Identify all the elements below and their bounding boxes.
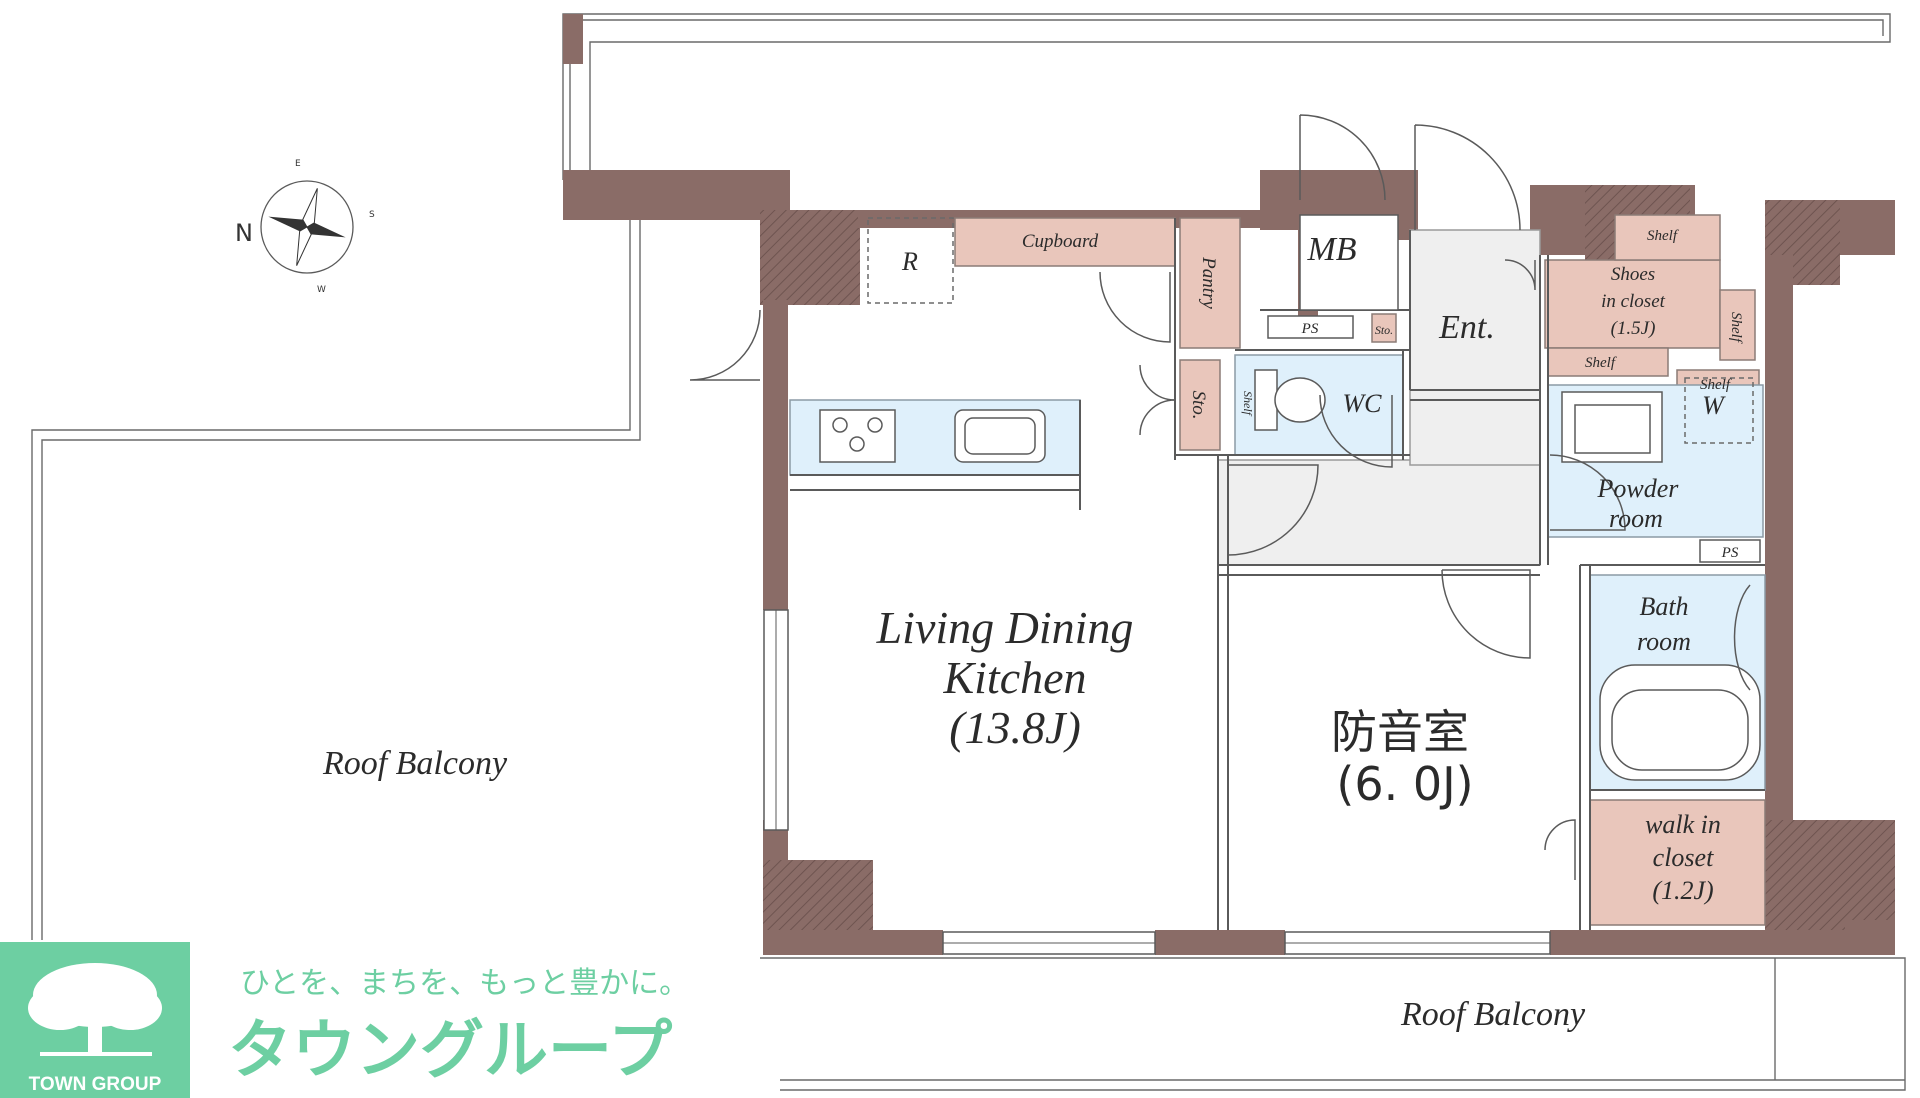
- shelf-middle: [1547, 347, 1669, 377]
- storage-small: [1371, 313, 1397, 343]
- wc-label: WC: [1343, 389, 1383, 418]
- sink-icon: [954, 409, 1046, 463]
- walk-in-closet: [1589, 799, 1766, 926]
- ps-top-label: PS: [1301, 321, 1319, 337]
- compass-east-label: E: [295, 159, 301, 169]
- soundproof-room-label: 防音室: [1331, 705, 1469, 759]
- powder-room-label-line2: room: [1609, 504, 1663, 533]
- ps-box-top: [1267, 315, 1354, 339]
- cupboard: [954, 217, 1176, 267]
- interior-walls: [790, 218, 1765, 930]
- ldk-label-line2: Kitchen: [942, 652, 1086, 703]
- storage-closet: [1179, 359, 1221, 451]
- roof-balcony-bottom-label: Roof Balcony: [1400, 996, 1586, 1033]
- mb-box: [1299, 214, 1399, 311]
- storage-small-label: Sto.: [1375, 323, 1393, 337]
- tree-icon: [28, 963, 162, 1056]
- shelf-top: [1614, 214, 1721, 261]
- roof-balcony-left-outline: [31, 215, 641, 940]
- compass-icon: N E S W: [235, 159, 375, 295]
- shelf-wc-label: Shelf: [1241, 391, 1255, 417]
- brand-name-jp: タウングループ: [228, 1014, 672, 1088]
- ldk-window-left: [763, 609, 789, 831]
- bottom-balcony-outline: [760, 957, 1906, 1091]
- entrance-label: Ent.: [1438, 309, 1495, 346]
- walk-in-closet-label-line1: walk in: [1645, 810, 1721, 839]
- ps-box-bath: [1699, 539, 1761, 563]
- washer-label: W: [1702, 391, 1726, 420]
- storage-label: Sto.: [1188, 390, 1209, 419]
- shoes-closet-size: (1.5J): [1611, 318, 1656, 339]
- refrigerator-space: [867, 217, 954, 304]
- ldk-size-label: (13.8J): [949, 702, 1081, 753]
- refrigerator-label: R: [901, 247, 918, 276]
- ps-bath-label: PS: [1721, 545, 1739, 561]
- powder-room-label-line1: Powder: [1597, 474, 1680, 503]
- pantry: [1179, 217, 1241, 349]
- compass-north-label: N: [235, 219, 253, 247]
- town-group-logo: TOWN GROUP ひとを、まちを、もっと豊かに。 タウングループ: [0, 942, 689, 1098]
- walk-in-closet-label-line2: closet: [1653, 843, 1714, 872]
- shoes-closet-label-line2: in closet: [1601, 291, 1666, 312]
- bathtub-icon: [1599, 664, 1761, 781]
- shoes-closet-label-line1: Shoes: [1611, 264, 1655, 285]
- walk-in-closet-size: (1.2J): [1652, 876, 1713, 905]
- shelf-top-label: Shelf: [1647, 228, 1679, 244]
- soundproof-room-size: (6. 0J): [1336, 757, 1473, 811]
- shelf-side-label: Shelf: [1728, 312, 1744, 344]
- toilet-icon: [1254, 369, 1326, 431]
- brand-tagline: ひとを、まちを、もっと豊かに。: [240, 966, 689, 1001]
- brand-name-en: TOWN GROUP: [29, 1074, 162, 1095]
- bottom-windows: [942, 931, 1551, 955]
- washer-space: [1684, 377, 1754, 444]
- washbasin-icon: [1561, 391, 1663, 463]
- wall-segment: [563, 14, 583, 64]
- shelf-washer-label: Shelf: [1700, 377, 1732, 393]
- pantry-label: Pantry: [1198, 256, 1219, 309]
- kitchen-appliances: [819, 409, 1046, 463]
- compass-south-label: S: [369, 210, 375, 220]
- mb-label: MB: [1306, 231, 1356, 268]
- doors: [689, 114, 1751, 880]
- compass-west-label: W: [317, 285, 326, 295]
- shelf-side: [1719, 289, 1756, 361]
- stove-icon: [819, 409, 896, 463]
- ldk-label-line1: Living Dining: [876, 602, 1134, 653]
- bath-room-label-line2: room: [1637, 627, 1691, 656]
- shelf-middle-label: Shelf: [1585, 355, 1617, 371]
- cupboard-label: Cupboard: [1022, 231, 1099, 252]
- roof-balcony-left-label: Roof Balcony: [322, 745, 508, 782]
- entrance-hall: [1217, 229, 1541, 566]
- top-balcony-outline: [562, 13, 1891, 180]
- shoes-in-closet: [1544, 259, 1721, 349]
- bath-room-label-line1: Bath: [1639, 592, 1688, 621]
